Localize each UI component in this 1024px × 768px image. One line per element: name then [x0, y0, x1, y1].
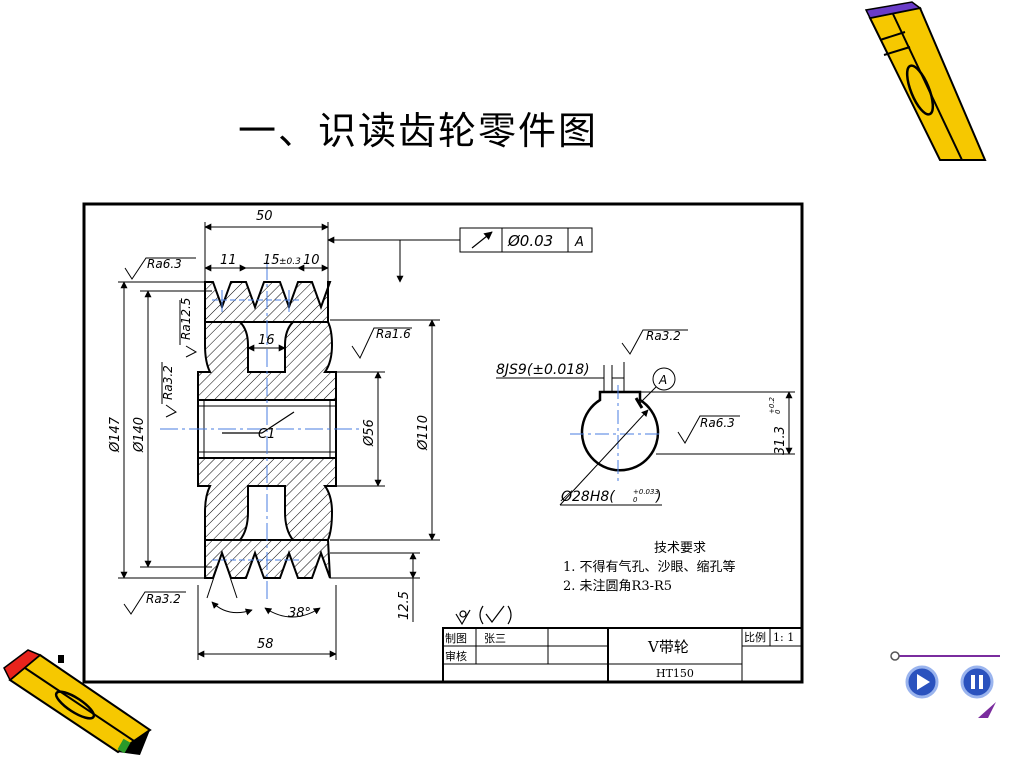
tech-req-line1: 1. 不得有气孔、沙眼、缩孔等 [563, 559, 736, 575]
nav-controls [890, 651, 1000, 718]
slide-title: 一、识读齿轮零件图 [238, 109, 599, 153]
datum-label: A [658, 373, 667, 387]
pencil-icon-bottom-left [3, 649, 152, 755]
tech-req-line2: 2. 未注圆角R3-R5 [563, 579, 672, 594]
pulley-section-view [160, 262, 360, 600]
dim-dia147: Ø147 [108, 416, 123, 453]
title-block-scale: 1: 1 [773, 631, 794, 644]
section-dimensions [118, 222, 460, 660]
roughness-label-3: Ra3.2 [161, 365, 175, 400]
title-block [442, 627, 803, 683]
title-block-material: HT150 [656, 667, 694, 680]
roughness-symbols [123, 257, 740, 615]
dim-chamfer-c1: C1 [258, 427, 275, 442]
roughness-label-7: Ra6.3 [700, 416, 735, 430]
pulley-end-view [496, 362, 795, 506]
dim-16: 16 [258, 333, 275, 348]
dim-58: 58 [257, 637, 274, 652]
dim-tol-03: ±0.3 [279, 257, 301, 267]
dim-depth-tol-bottom: 0 [774, 409, 782, 414]
play-button[interactable] [905, 665, 939, 699]
dim-11: 11 [220, 253, 237, 268]
tolerance-datum: A [574, 235, 584, 250]
dim-angle-38: 38° [288, 606, 311, 621]
dim-dia140: Ø140 [132, 417, 147, 453]
roughness-label-1: Ra6.3 [147, 257, 182, 271]
dim-width-50: 50 [256, 209, 273, 224]
drawing-border [82, 202, 804, 684]
roughness-label-4: Ra1.6 [376, 327, 411, 341]
general-roughness-symbol [455, 605, 512, 626]
dim-dia56: Ø56 [362, 419, 377, 447]
pause-button[interactable] [960, 665, 994, 699]
tolerance-frame [459, 227, 593, 253]
dim-depth-tol-top: +0.2 [768, 396, 776, 414]
pencil-icon-top-right [864, 1, 987, 161]
dim-keyway: 8JS9(±0.018) [496, 362, 590, 378]
dim-bore-tol-top: +0.033 [633, 488, 659, 496]
dim-12-5: 12.5 [397, 591, 412, 620]
dim-bore-close: ) [655, 489, 661, 505]
title-block-check-label: 审核 [445, 649, 467, 663]
pause-icon [971, 675, 983, 689]
roughness-label-5: Ra3.2 [146, 592, 181, 606]
play-icon [917, 674, 930, 690]
dim-15: 15 [263, 253, 280, 268]
title-block-draw-label: 制图 [445, 632, 467, 645]
title-block-scale-label: 比例 [744, 630, 766, 644]
roughness-label-2: Ra12.5 [179, 298, 193, 340]
roughness-label-6: Ra3.2 [646, 329, 681, 343]
title-block-part-name: V带轮 [647, 638, 689, 656]
dim-depth: 31.3 [773, 426, 788, 455]
dim-10: 10 [303, 253, 320, 268]
tech-req-heading: 技术要求 [654, 541, 706, 556]
title-block-drawer: 张三 [484, 632, 506, 645]
tolerance-value: Ø0.03 [507, 232, 553, 250]
dim-bore-tol-bottom: 0 [633, 496, 638, 504]
dim-dia110: Ø110 [416, 415, 431, 451]
dim-bore: Ø28H8( [560, 489, 615, 505]
